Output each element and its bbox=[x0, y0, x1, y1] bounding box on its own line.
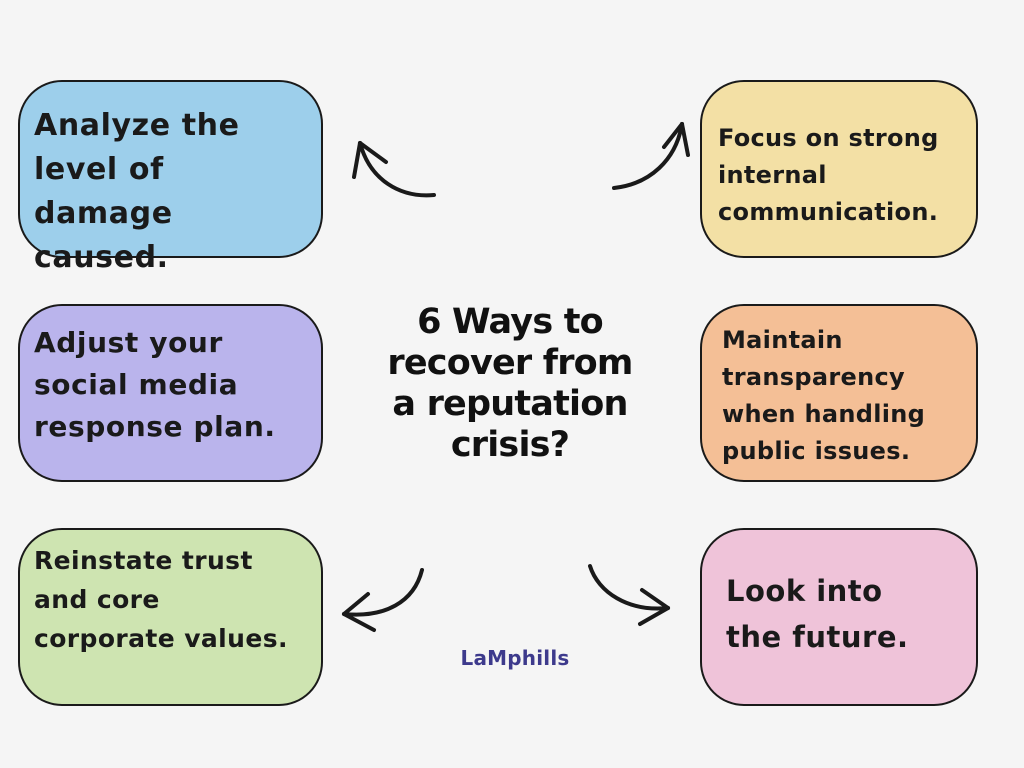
card-text: Reinstate trust and core corporate value… bbox=[34, 546, 288, 653]
card-adjust-social-media: Adjust your social media response plan. bbox=[18, 304, 323, 482]
arrow-down-right bbox=[588, 564, 670, 626]
brand-logo: LaMphills bbox=[460, 646, 570, 670]
card-analyze-damage: Analyze the level of damage caused. bbox=[18, 80, 323, 275]
card-text: Maintain transparency when handling publ… bbox=[722, 326, 926, 465]
card-internal-communication: Focus on strong internal communication. bbox=[700, 80, 978, 258]
card-text: Focus on strong internal communication. bbox=[718, 124, 939, 226]
arrow-up-right bbox=[612, 122, 690, 190]
card-reinstate-trust: Reinstate trust and core corporate value… bbox=[18, 528, 323, 706]
card-text: Look into the future. bbox=[726, 574, 909, 654]
card-text: Analyze the level of damage caused. bbox=[34, 108, 240, 275]
card-text: Adjust your social media response plan. bbox=[34, 326, 276, 443]
card-maintain-transparency: Maintain transparency when handling publ… bbox=[700, 304, 978, 482]
center-title: 6 Ways to recover from a reputation cris… bbox=[387, 302, 633, 465]
card-look-into-future: Look into the future. bbox=[700, 528, 978, 706]
arrow-up-left bbox=[352, 141, 436, 198]
arrow-down-left bbox=[342, 568, 424, 632]
